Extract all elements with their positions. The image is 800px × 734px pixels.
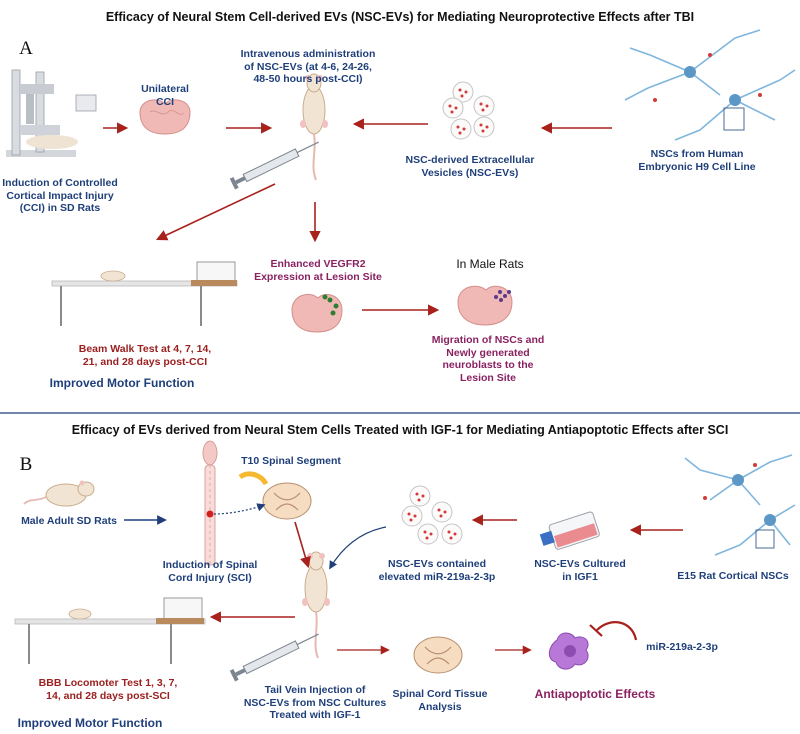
- beam-walk-apparatus-illustration: [51, 261, 238, 326]
- evs-cultured-label: NSC-EVs Cultured in IGF1: [534, 558, 626, 583]
- male-rat-illustration: [23, 480, 95, 507]
- neural-stem-cells-illustration: [624, 29, 796, 141]
- inhibition-arc: [596, 621, 638, 641]
- culture-flask-icon: [539, 511, 600, 550]
- beam-walk-label: Beam Walk Test at 4, 7, 14, 21, and 28 d…: [78, 343, 212, 368]
- tissue-analysis-label: Spinal Cord Tissue Analysis: [392, 688, 488, 713]
- vegfr2-label: Enhanced VEGFR2 Expression at Lesion Sit…: [254, 258, 382, 283]
- panel-a-letter: A: [19, 38, 33, 59]
- tail-vein-label: Tail Vein Injection of NSC-EVs from NSC …: [243, 684, 387, 722]
- bbb-label: BBB Locomoter Test 1, 3, 7, 14, and 28 d…: [38, 677, 178, 702]
- cci-induction-label: Induction of Controlled Cortical Impact …: [2, 177, 118, 215]
- spinal-cord-illustration: [202, 440, 218, 566]
- brain-migration-illustration: [457, 285, 513, 326]
- mir-label: miR-219a-2-3p: [646, 641, 718, 653]
- nsc-source-label: NSCs from Human Embryonic H9 Cell Line: [638, 148, 756, 173]
- panel-b-letter: B: [19, 454, 33, 475]
- evs-miR-illustration: [401, 485, 463, 545]
- nsc-evs-label: NSC-derived Extracellular Vesicles (NSC-…: [405, 154, 535, 179]
- e15-label: E15 Rat Cortical NSCs: [677, 570, 789, 582]
- rat-illustration: [299, 73, 329, 181]
- migration-label: Migration of NSCs and Newly generated ne…: [431, 334, 545, 384]
- sci-label: Induction of Spinal Cord Injury (SCI): [162, 559, 258, 584]
- t10-label: T10 Spinal Segment: [241, 455, 341, 467]
- tail-vein-syringe-icon: [229, 628, 322, 683]
- iv-administration-label: Intravenous administration of NSC-EVs (a…: [240, 48, 376, 86]
- spinal-cross-section-illustration: [238, 471, 312, 520]
- evs-mir-label: NSC-EVs contained elevated miR-219a-2-3p: [378, 558, 496, 583]
- panel-b-title: Efficacy of EVs derived from Neural Stem…: [71, 423, 729, 437]
- unilateral-cci-label: Unilateral CCI: [141, 83, 189, 108]
- spinal-cord-tissue-illustration: [413, 636, 463, 674]
- motor-function-a-label: Improved Motor Function: [49, 376, 195, 390]
- cortical-nscs-illustration: [684, 454, 796, 556]
- motor-function-b-label: Improved Motor Function: [17, 716, 163, 730]
- panel-b-arrows: [124, 503, 683, 655]
- extracellular-vesicles-illustration: [442, 81, 495, 140]
- male-rats-label: In Male Rats: [456, 257, 524, 271]
- rat-injection-illustration: [301, 551, 331, 659]
- bbb-test-apparatus-illustration: [14, 597, 206, 664]
- brain-cci-illustration: [139, 99, 191, 135]
- panel-a-arrows: [103, 118, 612, 316]
- apoptotic-cell-icon: [548, 632, 589, 670]
- panel-a-title: Efficacy of Neural Stem Cell-derived EVs…: [105, 10, 695, 24]
- antiapoptotic-label: Antiapoptotic Effects: [534, 687, 656, 701]
- cci-device-illustration: [6, 69, 97, 157]
- brain-vegfr2-illustration: [291, 294, 343, 333]
- male-adult-rats-label: Male Adult SD Rats: [21, 515, 117, 527]
- syringe-icon: [229, 136, 322, 191]
